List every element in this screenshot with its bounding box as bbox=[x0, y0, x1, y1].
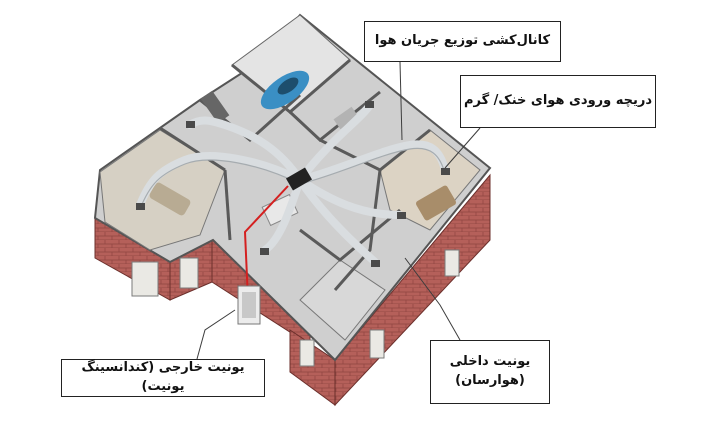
label-indoor-text-2: (هوارسان) bbox=[455, 373, 525, 388]
ceiling-vents bbox=[136, 101, 450, 267]
furniture bbox=[149, 70, 456, 227]
bed bbox=[416, 185, 456, 221]
car-window bbox=[277, 77, 299, 95]
label-duct-text: کانال‌کشی توزیع جریان هوا bbox=[374, 33, 551, 49]
leader-indoor bbox=[404, 257, 461, 341]
leader-duct bbox=[399, 61, 403, 141]
label-outdoor-unit: یونیت خارجی (کندانسینگ یونیت) bbox=[61, 359, 265, 397]
leader-outdoor bbox=[196, 309, 236, 360]
label-indoor-text-1: یونیت داخلی bbox=[449, 354, 531, 370]
air-ducts bbox=[136, 101, 449, 266]
label-outdoor-text: یونیت خارجی (کندانسینگ یونیت) bbox=[81, 360, 245, 394]
leader-vent bbox=[444, 127, 481, 169]
outdoor-condensing-unit bbox=[237, 285, 261, 325]
label-duct-distribution: کانال‌کشی توزیع جریان هوا bbox=[364, 21, 561, 62]
front-room-floor bbox=[299, 259, 386, 341]
wardrobe bbox=[200, 90, 230, 124]
air-ducts-shadow bbox=[139, 147, 446, 210]
label-air-vent: دریچه ورودی هوای خنک/ گرم bbox=[460, 75, 656, 128]
leader-lines bbox=[196, 61, 481, 360]
label-indoor-unit: یونیت داخلی (هوارسان) bbox=[430, 340, 550, 404]
refrigerant-pipe bbox=[243, 185, 289, 301]
desk bbox=[333, 106, 359, 130]
windows bbox=[131, 249, 460, 367]
label-vent-text: دریچه ورودی هوای خنک/ گرم bbox=[463, 93, 653, 109]
indoor-air-handler-unit bbox=[285, 167, 313, 191]
sofa bbox=[149, 182, 191, 216]
